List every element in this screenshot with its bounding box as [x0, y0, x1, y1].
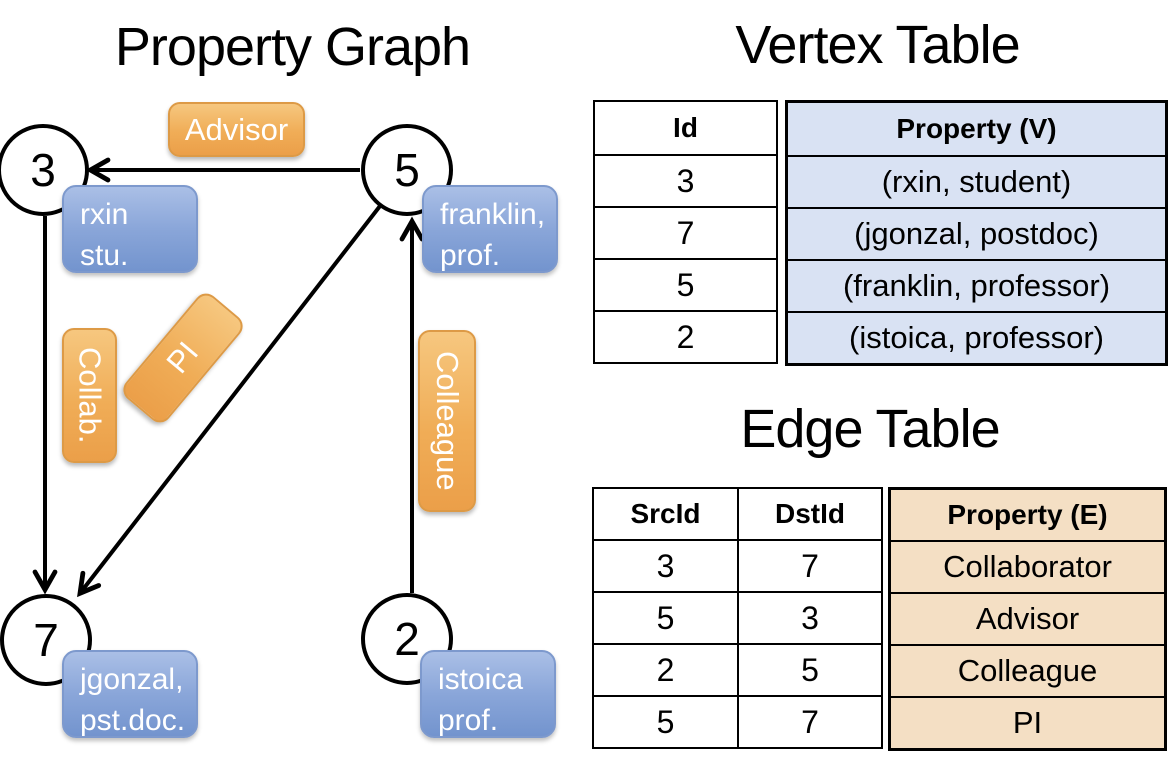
- vertex-box-line: prof.: [438, 704, 499, 737]
- table-row: 7: [593, 206, 778, 260]
- edge-table-header-dstid: DstId: [737, 487, 883, 541]
- graph-edges-layer: [32, 157, 425, 598]
- graph-node-2: 2: [361, 593, 453, 685]
- vertex-table-id-column: Id 3 7 5 2: [593, 100, 778, 364]
- edge-label-advisor: Advisor: [168, 102, 305, 157]
- vertex-property-cell: (jgonzal, postdoc): [785, 207, 1168, 261]
- table-row: 3: [593, 154, 778, 208]
- table-row: 5 7: [592, 695, 883, 749]
- vertex-box-jgonzal: jgonzal, pst.doc.: [62, 650, 198, 738]
- table-row: (rxin, student): [785, 155, 1168, 209]
- edge-srcid-cell: 2: [592, 643, 739, 697]
- table-row: 5: [593, 258, 778, 312]
- vertex-box-rxin: rxin stu.: [62, 185, 198, 273]
- vertex-id-cell: 5: [593, 258, 778, 312]
- vertex-table-property-column: Property (V) (rxin, student) (jgonzal, p…: [785, 100, 1168, 366]
- vertex-box-line: istoica: [438, 663, 524, 696]
- vertex-box-line: prof.: [440, 239, 501, 272]
- edge-property-cell: Advisor: [888, 592, 1167, 646]
- edge-label-text: Colleague: [430, 351, 465, 491]
- edge-label-text: Collab.: [72, 347, 108, 444]
- edge-dstid-cell: 7: [737, 695, 883, 749]
- vertex-box-line: rxin: [80, 198, 129, 231]
- vertex-property-cell: (franklin, professor): [785, 259, 1168, 313]
- vertex-property-cell: (rxin, student): [785, 155, 1168, 209]
- vertex-box-istoica: istoica prof.: [420, 650, 556, 738]
- edge-dstid-cell: 5: [737, 643, 883, 697]
- table-row: Colleague: [888, 644, 1167, 698]
- table-row: Collaborator: [888, 540, 1167, 594]
- table-row: (istoica, professor): [785, 311, 1168, 366]
- table-row: 2 5: [592, 643, 883, 697]
- edge-srcid-cell: 5: [592, 591, 739, 645]
- edge-srcid-cell: 3: [592, 539, 739, 593]
- vertex-box-line: franklin,: [440, 198, 546, 231]
- edge-property-cell: Collaborator: [888, 540, 1167, 594]
- edge-label-text: Advisor: [184, 111, 289, 147]
- edge-label-text: PI: [159, 335, 206, 381]
- edge-property-cell: PI: [888, 696, 1167, 751]
- table-row: (jgonzal, postdoc): [785, 207, 1168, 261]
- edge-label-colleague: Colleague: [418, 330, 476, 512]
- edge-table-title: Edge Table: [740, 399, 1000, 459]
- vertex-box-line: stu.: [80, 239, 129, 272]
- edge-table-id-columns: SrcId DstId 3 7 5 3 2 5 5 7: [592, 487, 883, 749]
- vertex-id-cell: 3: [593, 154, 778, 208]
- edge-property-cell: Colleague: [888, 644, 1167, 698]
- edge-srcid-cell: 5: [592, 695, 739, 749]
- edge-table-header-srcid: SrcId: [592, 487, 739, 541]
- graph-node-5: 5: [361, 124, 453, 216]
- vertex-property-cell: (istoica, professor): [785, 311, 1168, 366]
- vertex-table-header-property: Property (V): [785, 100, 1168, 157]
- vertex-box-franklin: franklin, prof.: [422, 185, 558, 273]
- edge-table-property-column: Property (E) Collaborator Advisor Collea…: [888, 487, 1167, 751]
- table-row: Advisor: [888, 592, 1167, 646]
- edge-5-to-7-arrow: [77, 204, 382, 598]
- table-row: 5 3: [592, 591, 883, 645]
- vertex-table-header-id: Id: [593, 100, 778, 156]
- table-row: PI: [888, 696, 1167, 751]
- edge-label-collab: Collab.: [62, 328, 117, 463]
- vertex-box-line: jgonzal,: [80, 663, 184, 696]
- vertex-box-line: pst.doc.: [80, 704, 186, 737]
- vertex-table-title: Vertex Table: [735, 15, 1020, 75]
- table-row: (franklin, professor): [785, 259, 1168, 313]
- edge-dstid-cell: 3: [737, 591, 883, 645]
- edge-dstid-cell: 7: [737, 539, 883, 593]
- vertex-id-cell: 2: [593, 310, 778, 364]
- edge-table-header-property: Property (E): [888, 487, 1167, 542]
- table-row: 3 7: [592, 539, 883, 593]
- property-graph-title: Property Graph: [114, 17, 471, 77]
- table-row: 2: [593, 310, 778, 364]
- vertex-id-cell: 7: [593, 206, 778, 260]
